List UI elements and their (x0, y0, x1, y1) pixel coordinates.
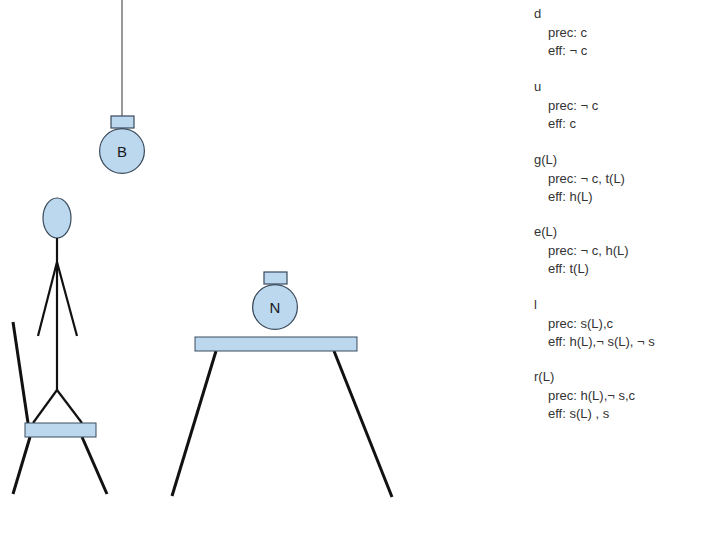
effect: eff: ¬ c (548, 43, 587, 59)
bulb-cap (264, 272, 287, 284)
effect: eff: h(L) (548, 189, 593, 205)
bulb-label: B (99, 128, 145, 174)
action-name: u (534, 79, 541, 95)
action-name: g(L) (534, 152, 557, 168)
chair (13, 322, 107, 494)
action-name: d (534, 6, 541, 22)
action-name: e(L) (534, 224, 557, 240)
light-bulb: B (99, 128, 145, 174)
light-bulb: N (252, 284, 298, 330)
precondition: prec: ¬ c (548, 98, 598, 114)
precondition: prec: ¬ c, t(L) (548, 171, 625, 187)
bulb-circle (100, 129, 145, 174)
effect: eff: s(L) , s (548, 406, 609, 422)
table (172, 337, 392, 497)
effect: eff: t(L) (548, 261, 589, 277)
action-name: r(L) (534, 369, 554, 385)
bulb-circle (253, 285, 298, 330)
action-name: l (534, 297, 537, 313)
precondition: prec: h(L),¬ s,c (548, 388, 635, 404)
bulb-cap (111, 116, 134, 128)
precondition: prec: ¬ c, h(L) (548, 243, 629, 259)
bulb-label: N (252, 284, 298, 330)
effect: eff: c (548, 116, 576, 132)
effect: eff: h(L),¬ s(L), ¬ s (548, 334, 655, 350)
stick-figure (33, 198, 82, 423)
hanging-cord (121, 0, 122, 116)
precondition: prec: s(L),c (548, 316, 613, 332)
precondition: prec: c (548, 25, 587, 41)
